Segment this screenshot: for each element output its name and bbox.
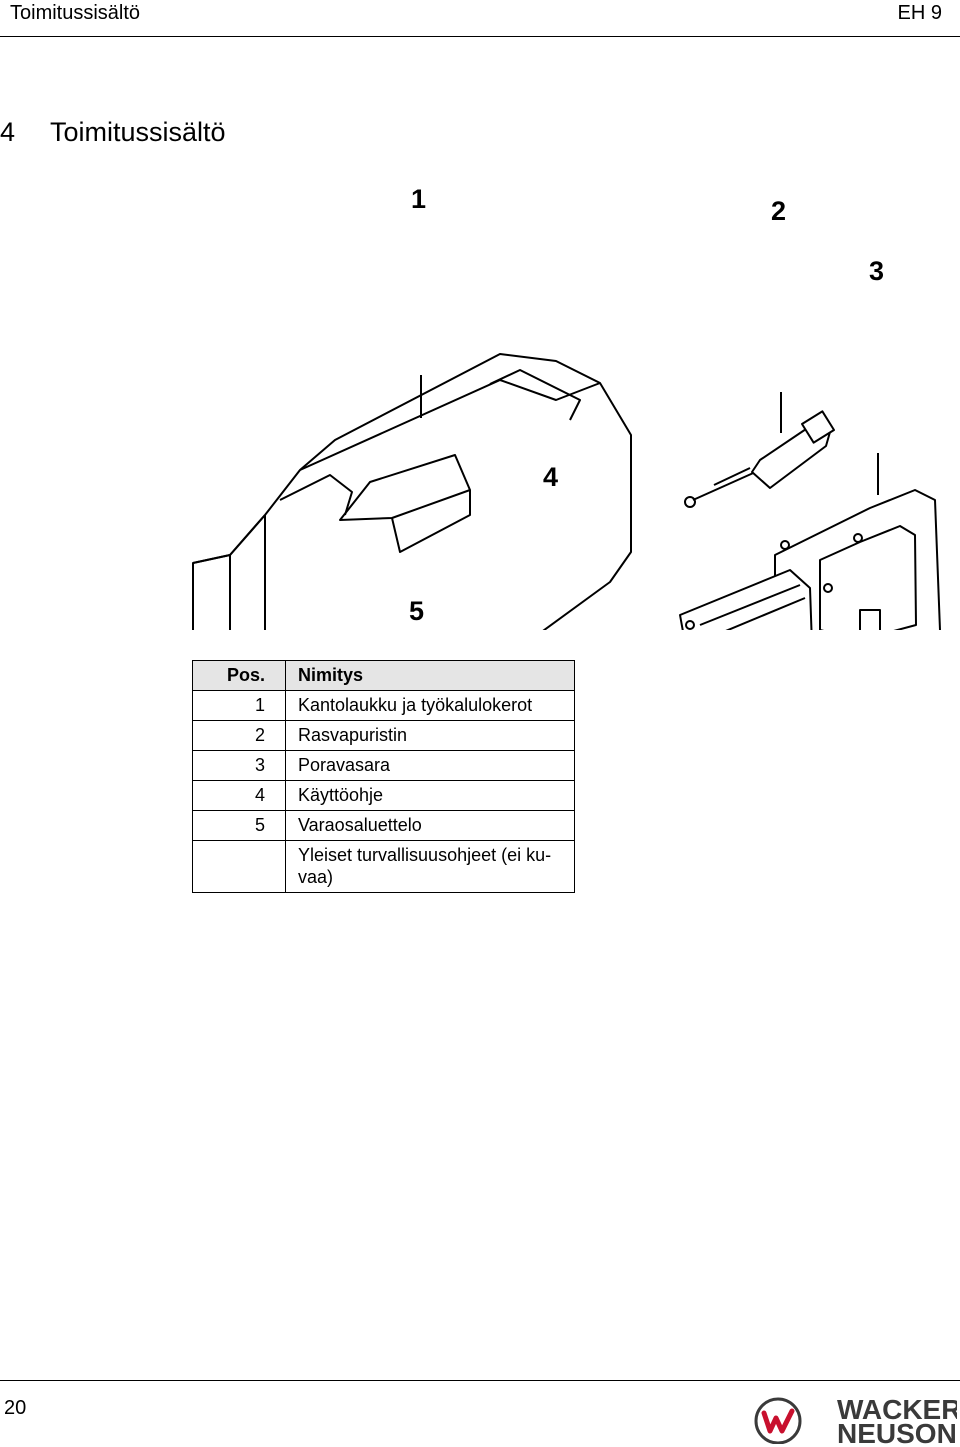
- column-header-name: Nimitys: [285, 660, 575, 691]
- table-row: 3 Poravasara: [192, 750, 575, 781]
- table-row: 4 Käyttöohje: [192, 780, 575, 811]
- row-pos: 1: [192, 690, 286, 721]
- section-title: Toimitussisältö: [50, 117, 226, 147]
- grease-gun-drawing: [684, 410, 836, 508]
- carrying-case-drawing: [192, 353, 632, 630]
- row-name: Rasvapuristin: [285, 720, 575, 751]
- wacker-neuson-w-logo-icon: [754, 1397, 802, 1444]
- table-row: Yleiset turvallisuusohjeet (ei ku-vaa): [192, 840, 575, 893]
- section-heading: 4 Toimitussisältö: [0, 117, 226, 148]
- footer-rule: [0, 1380, 960, 1381]
- callout-2: 2: [771, 196, 786, 226]
- brand-line-2: NEUSON: [837, 1418, 957, 1444]
- hammer-drawing: [679, 489, 941, 630]
- section-number: 4: [0, 117, 16, 147]
- scope-of-delivery-table: Pos. Nimitys 1 Kantolaukku ja työkalulok…: [192, 660, 575, 893]
- row-name: Poravasara: [285, 750, 575, 781]
- row-name: Käyttöohje: [285, 780, 575, 811]
- table-row: 1 Kantolaukku ja työkalulokerot: [192, 690, 575, 721]
- row-pos: 2: [192, 720, 286, 751]
- callout-1: 1: [411, 184, 426, 214]
- scope-of-delivery-illustration: i i 1 2 3 4 5: [192, 184, 941, 630]
- callout-4: 4: [543, 462, 558, 492]
- row-pos: [192, 840, 286, 893]
- row-name: Kantolaukku ja työkalulokerot: [285, 690, 575, 721]
- row-pos: 5: [192, 810, 286, 841]
- callout-5: 5: [409, 596, 424, 626]
- row-name: Yleiset turvallisuusohjeet (ei ku-vaa): [285, 840, 575, 893]
- row-pos: 4: [192, 780, 286, 811]
- page-number: 20: [4, 1397, 27, 1419]
- running-header-model: EH 9: [897, 2, 942, 24]
- running-header-chapter: Toimitussisältö: [10, 2, 141, 24]
- header-rule: [0, 36, 960, 37]
- table-row: 5 Varaosaluettelo: [192, 810, 575, 841]
- brand-logo: WACKER NEUSON: [754, 1396, 957, 1444]
- callout-3: 3: [869, 256, 884, 286]
- row-pos: 3: [192, 750, 286, 781]
- table-header-row: Pos. Nimitys: [192, 660, 575, 691]
- column-header-pos: Pos.: [192, 660, 286, 691]
- table-row: 2 Rasvapuristin: [192, 720, 575, 751]
- row-name: Varaosaluettelo: [285, 810, 575, 841]
- brand-line-1: WACKER: [837, 1396, 957, 1425]
